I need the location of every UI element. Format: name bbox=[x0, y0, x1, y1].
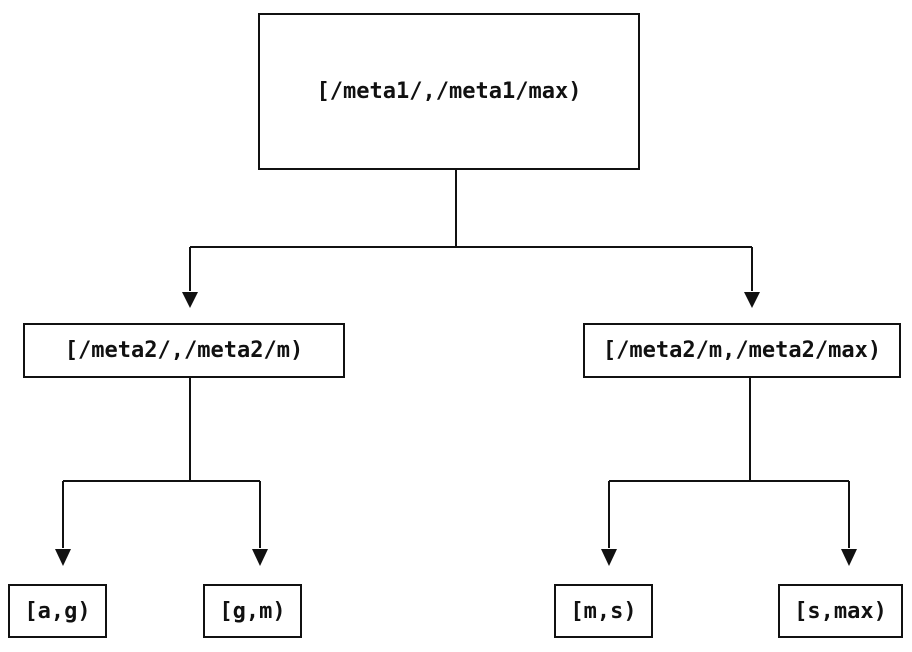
node-leaf-smax: [s,max) bbox=[778, 584, 903, 638]
node-leaf-ag: [a,g) bbox=[8, 584, 107, 638]
edges-from-root bbox=[182, 170, 760, 308]
node-right-range: [/meta2/m,/meta2/max) bbox=[583, 323, 901, 378]
arrowhead-leaf-smax bbox=[841, 549, 857, 566]
node-leaf-ms: [m,s) bbox=[554, 584, 653, 638]
arrowhead-leaf-ag bbox=[55, 549, 71, 566]
node-root-range: [/meta1/,/meta1/max) bbox=[258, 13, 640, 170]
arrowhead-root-right bbox=[744, 292, 760, 308]
edges-from-right-node bbox=[601, 378, 857, 566]
edges-from-left-node bbox=[55, 378, 268, 566]
node-left-range: [/meta2/,/meta2/m) bbox=[23, 323, 345, 378]
arrowhead-root-left bbox=[182, 292, 198, 308]
arrowhead-leaf-gm bbox=[252, 549, 268, 566]
arrowhead-leaf-ms bbox=[601, 549, 617, 566]
node-leaf-gm: [g,m) bbox=[203, 584, 302, 638]
